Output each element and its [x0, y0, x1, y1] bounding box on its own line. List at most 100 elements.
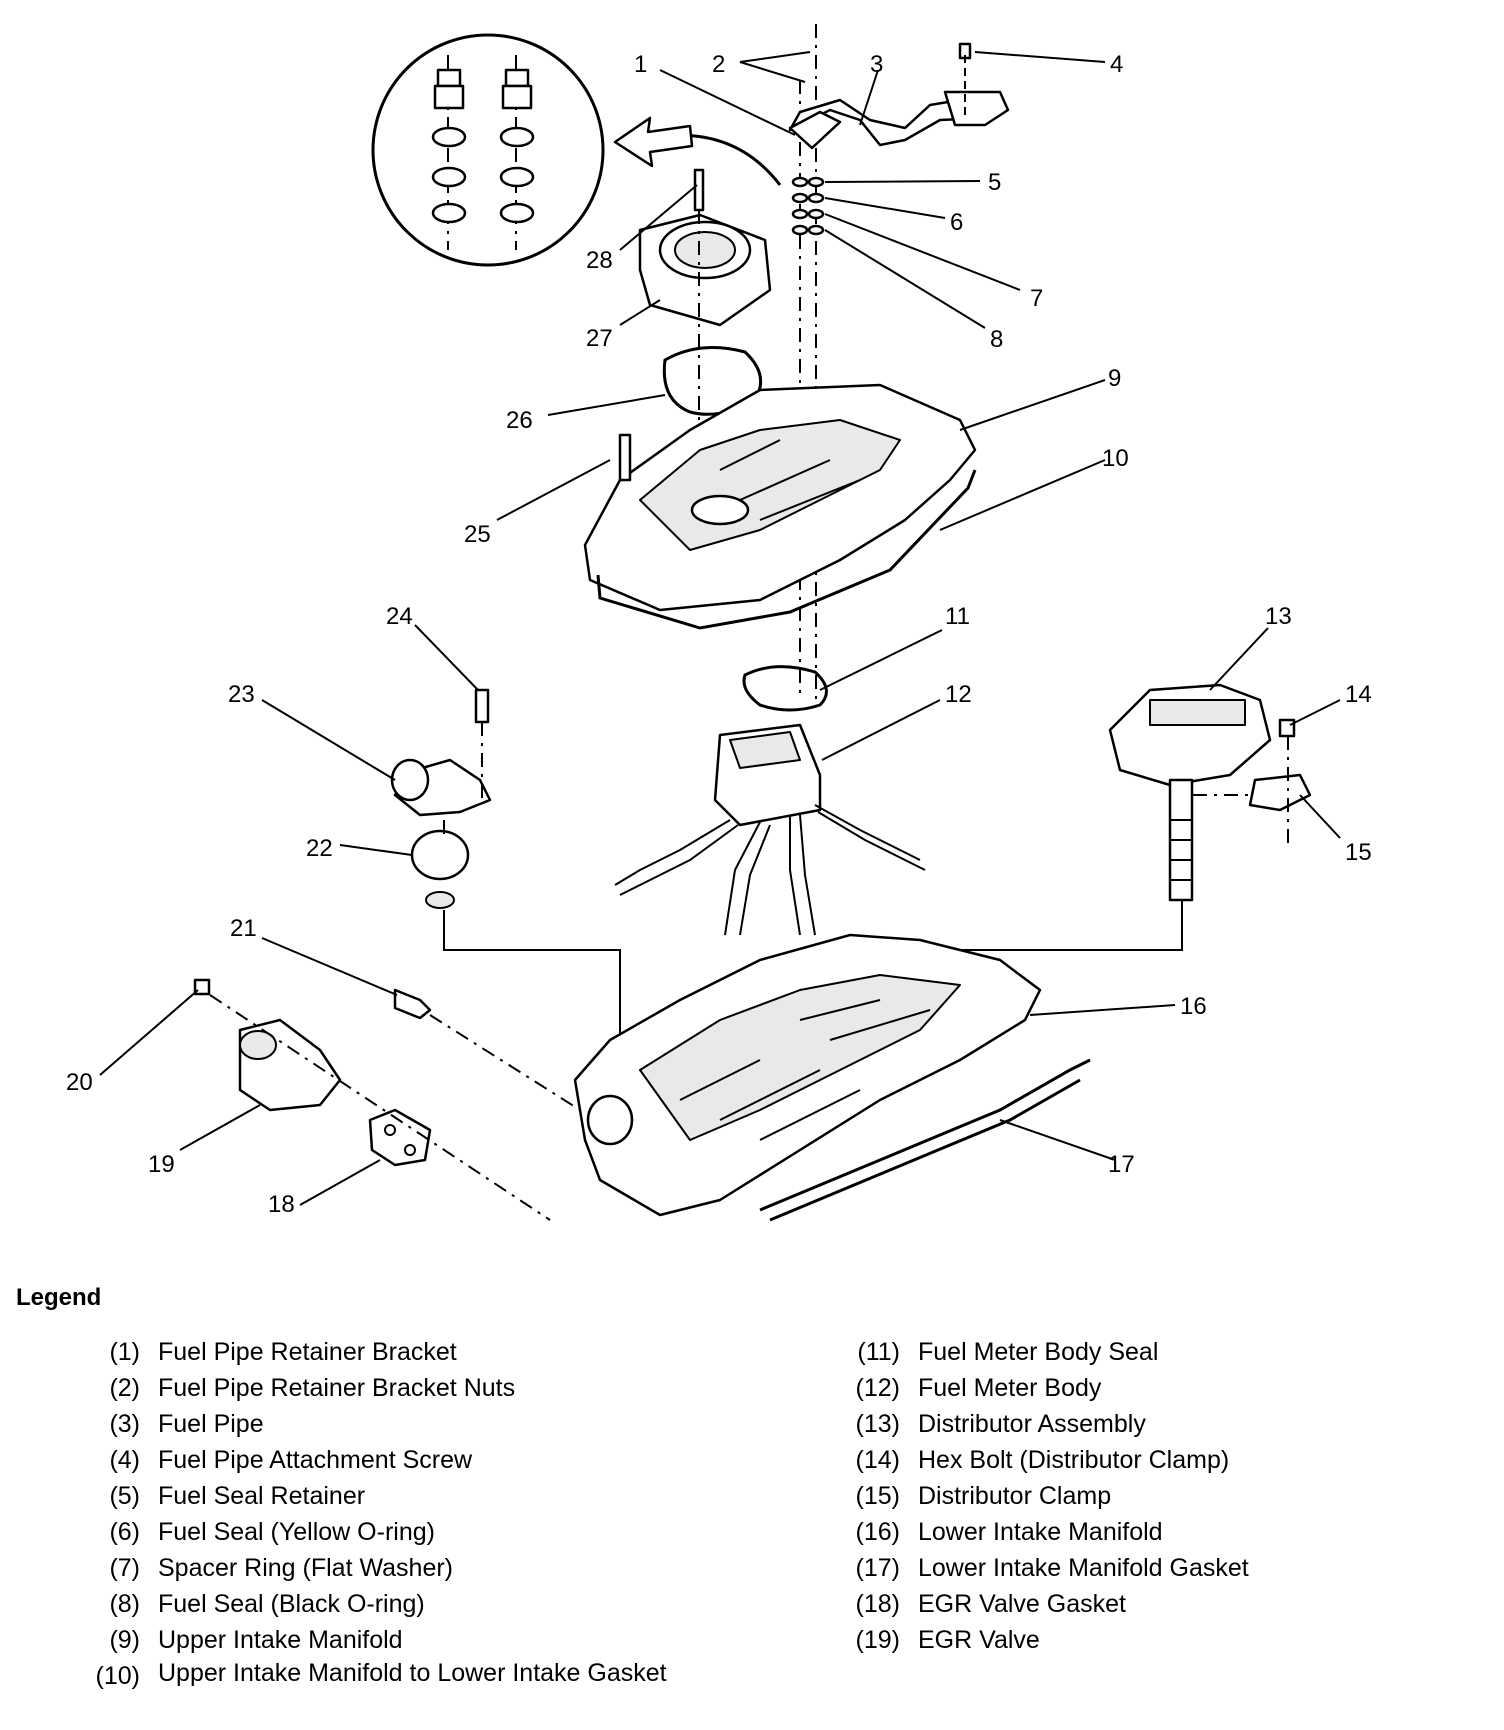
legend-label: Distributor Clamp [918, 1482, 1112, 1510]
callout-15: 15 [1345, 839, 1372, 866]
legend-item: (15) Distributor Clamp [820, 1478, 1460, 1514]
legend-number: (6) [109, 1518, 140, 1546]
legend-label: Fuel Pipe Attachment Screw [158, 1446, 473, 1474]
callout-27: 27 [586, 325, 613, 352]
legend-item: (14) Hex Bolt (Distributor Clamp) [820, 1442, 1460, 1478]
callout-16: 16 [1180, 993, 1207, 1020]
legend-item: (4) Fuel Pipe Attachment Screw [60, 1442, 700, 1478]
legend-number: (17) [855, 1554, 900, 1582]
callout-10: 10 [1102, 445, 1129, 472]
legend-label: Hex Bolt (Distributor Clamp) [918, 1446, 1230, 1474]
legend-number: (3) [109, 1410, 140, 1438]
legend-label: EGR Valve [918, 1626, 1040, 1654]
legend-number: (4) [109, 1446, 140, 1474]
throttle-body [638, 168, 772, 520]
legend-number: (12) [855, 1374, 900, 1402]
callout-18: 18 [268, 1191, 295, 1218]
legend-label: Fuel Seal (Yellow O-ring) [158, 1518, 435, 1546]
legend-number: (13) [855, 1410, 900, 1438]
legend-column-right: (11) Fuel Meter Body Seal (12) Fuel Meter … [820, 1334, 1460, 1658]
legend-label: Distributor Assembly [918, 1410, 1146, 1438]
legend-number: (11) [857, 1338, 900, 1366]
legend-item: (16) Lower Intake Manifold [820, 1514, 1460, 1550]
lower-intake-manifold [573, 933, 1091, 1222]
legend-item: (13) Distributor Assembly [820, 1406, 1460, 1442]
callout-11: 11 [945, 603, 970, 630]
legend-item: (2) Fuel Pipe Retainer Bracket Nuts [60, 1370, 700, 1406]
legend-item: (11) Fuel Meter Body Seal [820, 1334, 1460, 1370]
legend-item: (17) Lower Intake Manifold Gasket [820, 1550, 1460, 1586]
legend-item: (9) Upper Intake Manifold [60, 1622, 700, 1658]
legend-number: (16) [855, 1518, 900, 1546]
legend-number: (15) [855, 1482, 900, 1510]
upper-intake-manifold [583, 383, 977, 630]
callout-14: 14 [1345, 681, 1372, 708]
callout-7: 7 [1030, 285, 1043, 312]
callout-9: 9 [1108, 365, 1121, 392]
callout-4: 4 [1110, 51, 1123, 78]
legend-number: (5) [109, 1482, 140, 1510]
legend-label: Fuel Pipe Retainer Bracket Nuts [158, 1374, 516, 1402]
legend-number: (1) [109, 1338, 140, 1366]
callout-17: 17 [1108, 1151, 1135, 1178]
legend-item: (6) Fuel Seal (Yellow O-ring) [60, 1514, 700, 1550]
legend-number: (14) [855, 1446, 900, 1474]
legend-number: (7) [109, 1554, 140, 1582]
fuel-seal-stack [791, 176, 825, 236]
legend-label: Lower Intake Manifold [918, 1518, 1163, 1546]
callout-8: 8 [990, 326, 1003, 353]
callout-6: 6 [950, 209, 963, 236]
legend-item: (7) Spacer Ring (Flat Washer) [60, 1550, 700, 1586]
callout-12: 12 [945, 681, 972, 708]
legend-item: (19) EGR Valve [820, 1622, 1460, 1658]
legend-label: Fuel Meter Body [918, 1374, 1102, 1402]
legend-label: Fuel Seal Retainer [158, 1482, 366, 1510]
leader-lines [99, 51, 1341, 1206]
legend-number: (9) [109, 1626, 140, 1654]
legend-label: EGR Valve Gasket [918, 1590, 1126, 1618]
legend-item: (10) Upper Intake Manifold to Lower Intak… [60, 1658, 700, 1694]
legend-label: Fuel Pipe Retainer Bracket [158, 1338, 457, 1366]
callout-28: 28 [586, 247, 613, 274]
callout-2: 2 [712, 51, 725, 78]
callout-19: 19 [148, 1151, 175, 1178]
legend-item: (8) Fuel Seal (Black O-ring) [60, 1586, 700, 1622]
callout-1: 1 [634, 51, 647, 78]
legend-title: Legend [16, 1284, 102, 1311]
egr-valve [193, 978, 581, 1221]
fuel-meter-body [614, 665, 926, 936]
callout-26: 26 [506, 407, 533, 434]
legend-item: (3) Fuel Pipe [60, 1406, 700, 1442]
legend-label: Upper Intake Manifold to Lower Intake Ga… [158, 1659, 667, 1687]
exploded-view-diagram: 1 2 3 4 5 6 7 8 9 10 11 12 13 14 15 16 1… [66, 24, 1372, 1222]
fuel-pipe-assembly [788, 42, 1010, 150]
callout-13: 13 [1265, 603, 1292, 630]
legend-item: (1) Fuel Pipe Retainer Bracket [60, 1334, 700, 1370]
callout-5: 5 [988, 169, 1001, 196]
legend-number: (18) [855, 1590, 900, 1618]
legend-number: (8) [109, 1590, 140, 1618]
distributor-assembly [929, 683, 1312, 960]
legend-column-left: (1) Fuel Pipe Retainer Bracket (2) Fuel Pi… [60, 1334, 700, 1694]
legend-item: (18) EGR Valve Gasket [820, 1586, 1460, 1622]
legend-label: Spacer Ring (Flat Washer) [158, 1554, 453, 1582]
legend-item: (5) Fuel Seal Retainer [60, 1478, 700, 1514]
callout-labels: 1 2 3 4 5 6 7 8 9 10 11 12 13 14 15 16 1… [66, 51, 1372, 1218]
legend-number: (19) [855, 1626, 900, 1654]
callout-23: 23 [228, 681, 255, 708]
legend-label: Fuel Seal (Black O-ring) [158, 1590, 425, 1618]
callout-22: 22 [306, 835, 333, 862]
legend-label: Upper Intake Manifold [158, 1626, 403, 1654]
o-ring-detail-inset [371, 33, 782, 267]
callout-24: 24 [386, 603, 413, 630]
callout-25: 25 [464, 521, 491, 548]
legend-label: Lower Intake Manifold Gasket [918, 1554, 1249, 1582]
legend-label: Fuel Pipe [158, 1410, 264, 1438]
callout-3: 3 [870, 51, 883, 78]
legend-label: Fuel Meter Body Seal [918, 1338, 1159, 1366]
callout-21: 21 [230, 915, 257, 942]
legend-item: (12) Fuel Meter Body [820, 1370, 1460, 1406]
legend-number: (10) [95, 1662, 140, 1690]
callout-20: 20 [66, 1069, 93, 1096]
legend-number: (2) [109, 1374, 140, 1402]
